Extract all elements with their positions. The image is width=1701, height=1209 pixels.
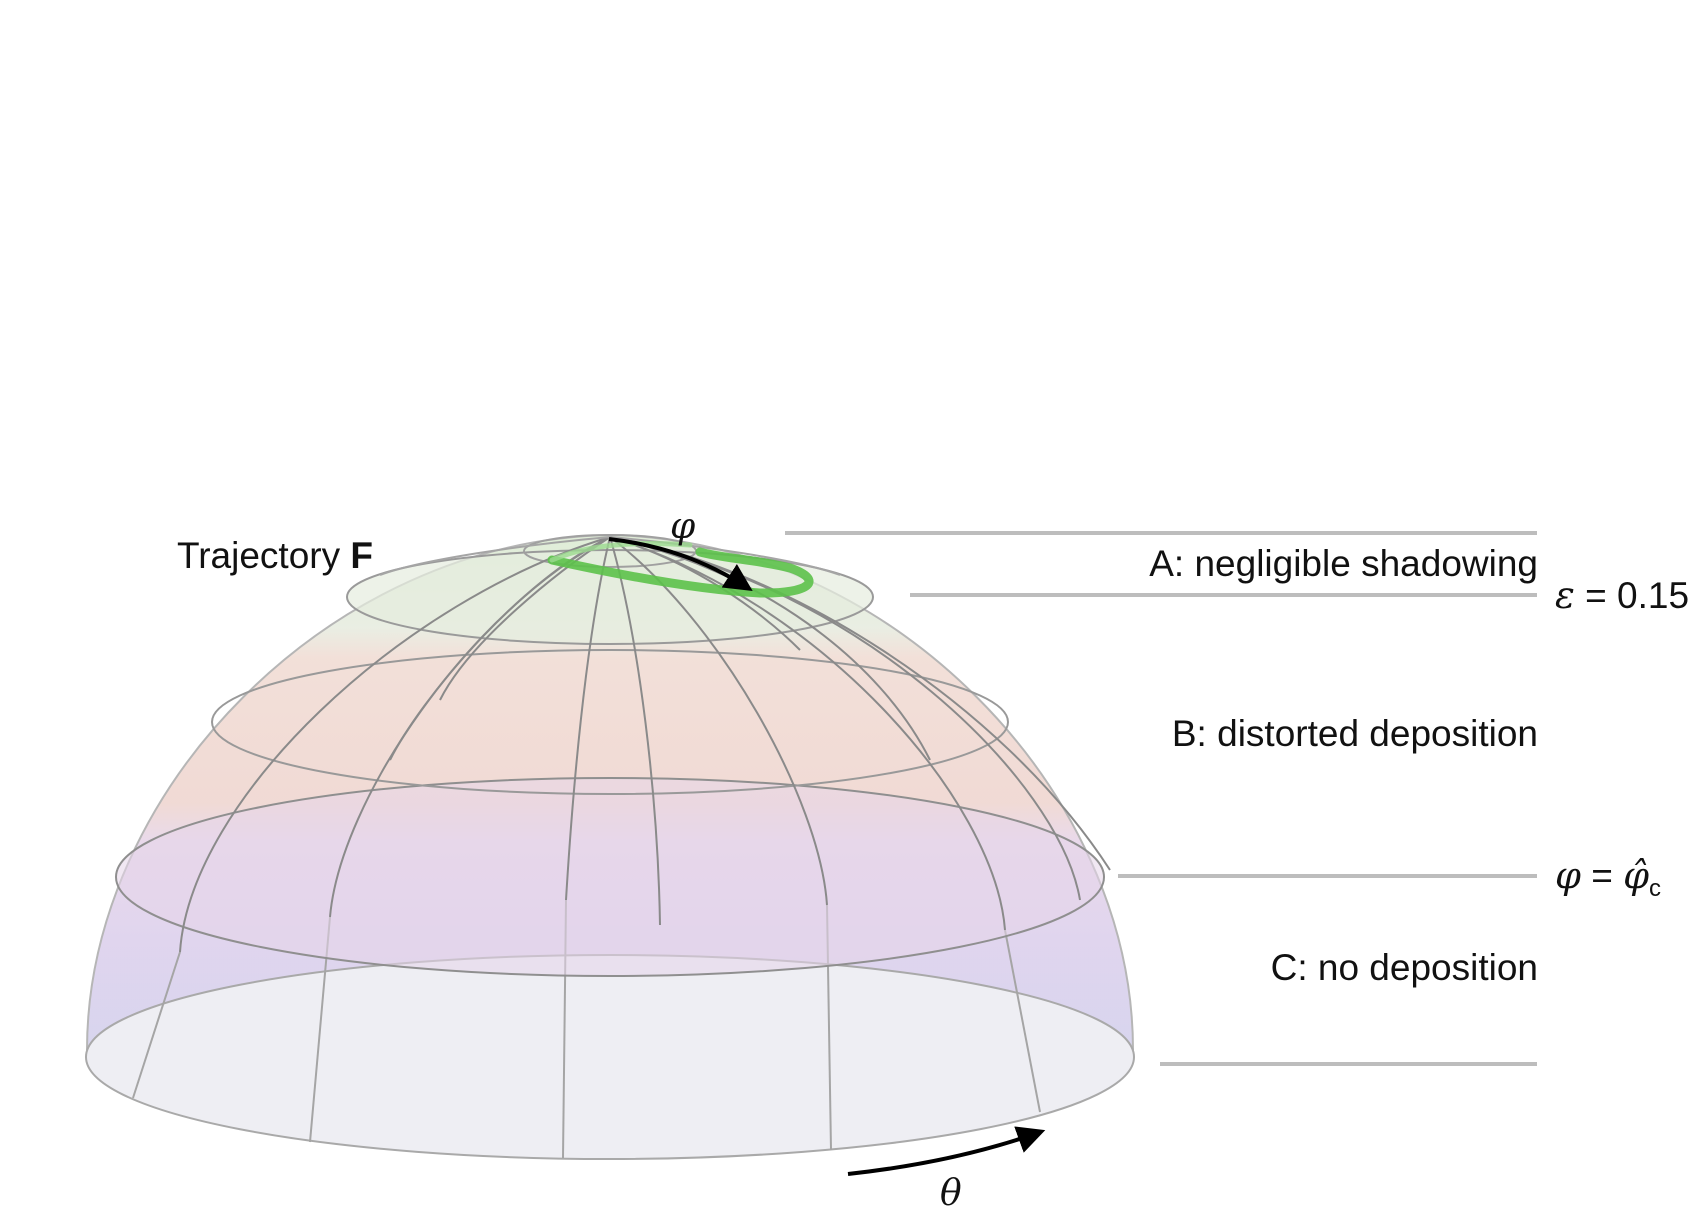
back-meridians (379, 536, 841, 576)
phi-c-label: φ = φ̂c (1555, 854, 1661, 902)
dome-base-ellipse (85, 954, 1135, 1160)
epsilon-label: ε = 0.15 (1555, 574, 1689, 617)
theta-arrow (847, 1126, 1046, 1176)
trajectory-label-symbol: F (350, 535, 373, 576)
latitude-ring-mid (211, 649, 1009, 795)
trajectory-f-faint (549, 541, 693, 563)
phi-c-subscript: c (1649, 875, 1661, 902)
trajectory-f-curve (547, 547, 814, 598)
epsilon-value: = 0.15 (1575, 575, 1689, 616)
trajectory-label-prefix: Trajectory (177, 535, 350, 576)
latitude-ring-phi-c (115, 777, 1105, 977)
zone-c-label: C: no deposition (1271, 947, 1538, 988)
phi-arrow (608, 537, 753, 592)
theta-arrow-label: θ (940, 1173, 962, 1209)
zone-b-label: B: distorted deposition (1172, 713, 1538, 754)
phi-c-hat-symbol: φ̂ (1623, 854, 1649, 897)
zone-a-label: A: negligible shadowing (1149, 543, 1538, 584)
phi-c-lhs: φ (1555, 854, 1581, 897)
epsilon-symbol: ε (1555, 574, 1575, 617)
trajectory-label: Trajectory F (177, 535, 373, 576)
phi-arrow-label: φ (670, 506, 696, 547)
phi-c-equals: = (1581, 855, 1623, 896)
